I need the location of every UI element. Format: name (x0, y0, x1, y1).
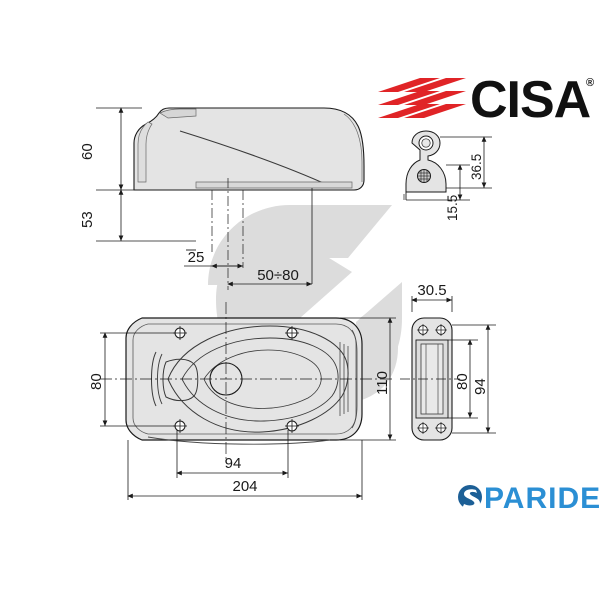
dimension-plan-94-label: 94 (225, 455, 242, 472)
dimension-53-label: 53 (79, 211, 96, 228)
dimension-plan-110: 110 (340, 317, 396, 441)
screw-hole (435, 422, 447, 434)
profile-centerlines (211, 178, 313, 290)
paride-mark-icon (458, 485, 482, 511)
cam-lever-part (403, 130, 447, 202)
dimension-30-5-label: 30.5 (417, 282, 446, 299)
screw-hole (285, 326, 299, 340)
screw-hole (417, 422, 429, 434)
strike-plate-part (400, 317, 460, 441)
cisa-stripe-group (378, 78, 466, 118)
plan-centerlines (100, 302, 392, 462)
side-profile-part (133, 107, 365, 191)
dimension-25-label: 25 (188, 249, 205, 266)
dimension-30-5: 30.5 (411, 282, 453, 312)
dimension-53: 53 (79, 189, 196, 242)
dimension-60-label: 60 (79, 143, 96, 160)
dimension-36-5: 36.5 (440, 136, 492, 189)
dimension-60: 60 (79, 107, 142, 191)
dimension-plan-204: 204 (127, 440, 363, 500)
dimension-plan-80-label: 80 (88, 373, 105, 390)
screw-hole (417, 324, 429, 336)
dimension-15-5: 15.5 (406, 164, 470, 221)
cisa-wordmark: CISA (470, 71, 591, 129)
dimension-50-80: 50÷80 (227, 267, 312, 287)
dimension-strike-94: 94 (452, 324, 496, 434)
dimension-25: 25 (184, 249, 243, 269)
dimension-strike-80: 80 (448, 339, 478, 419)
dimension-50-80-label: 50÷80 (257, 267, 299, 284)
screw-hole (435, 324, 447, 336)
dimension-plan-80: 80 (88, 332, 176, 427)
dimension-plan-204-label: 204 (232, 478, 257, 495)
dimension-strike-80-label: 80 (454, 373, 471, 390)
screw-hole (173, 326, 187, 340)
dimension-plan-110-label: 110 (374, 371, 391, 395)
dimension-15-5-label: 15.5 (445, 195, 460, 221)
screw-hole (285, 419, 299, 433)
paride-wordmark: PARIDE (484, 482, 600, 515)
dimension-plan-94: 94 (176, 430, 289, 478)
dimension-strike-94-label: 94 (472, 378, 489, 395)
cisa-registered-mark: ® (586, 77, 594, 89)
dimension-36-5-label: 36.5 (469, 154, 484, 180)
